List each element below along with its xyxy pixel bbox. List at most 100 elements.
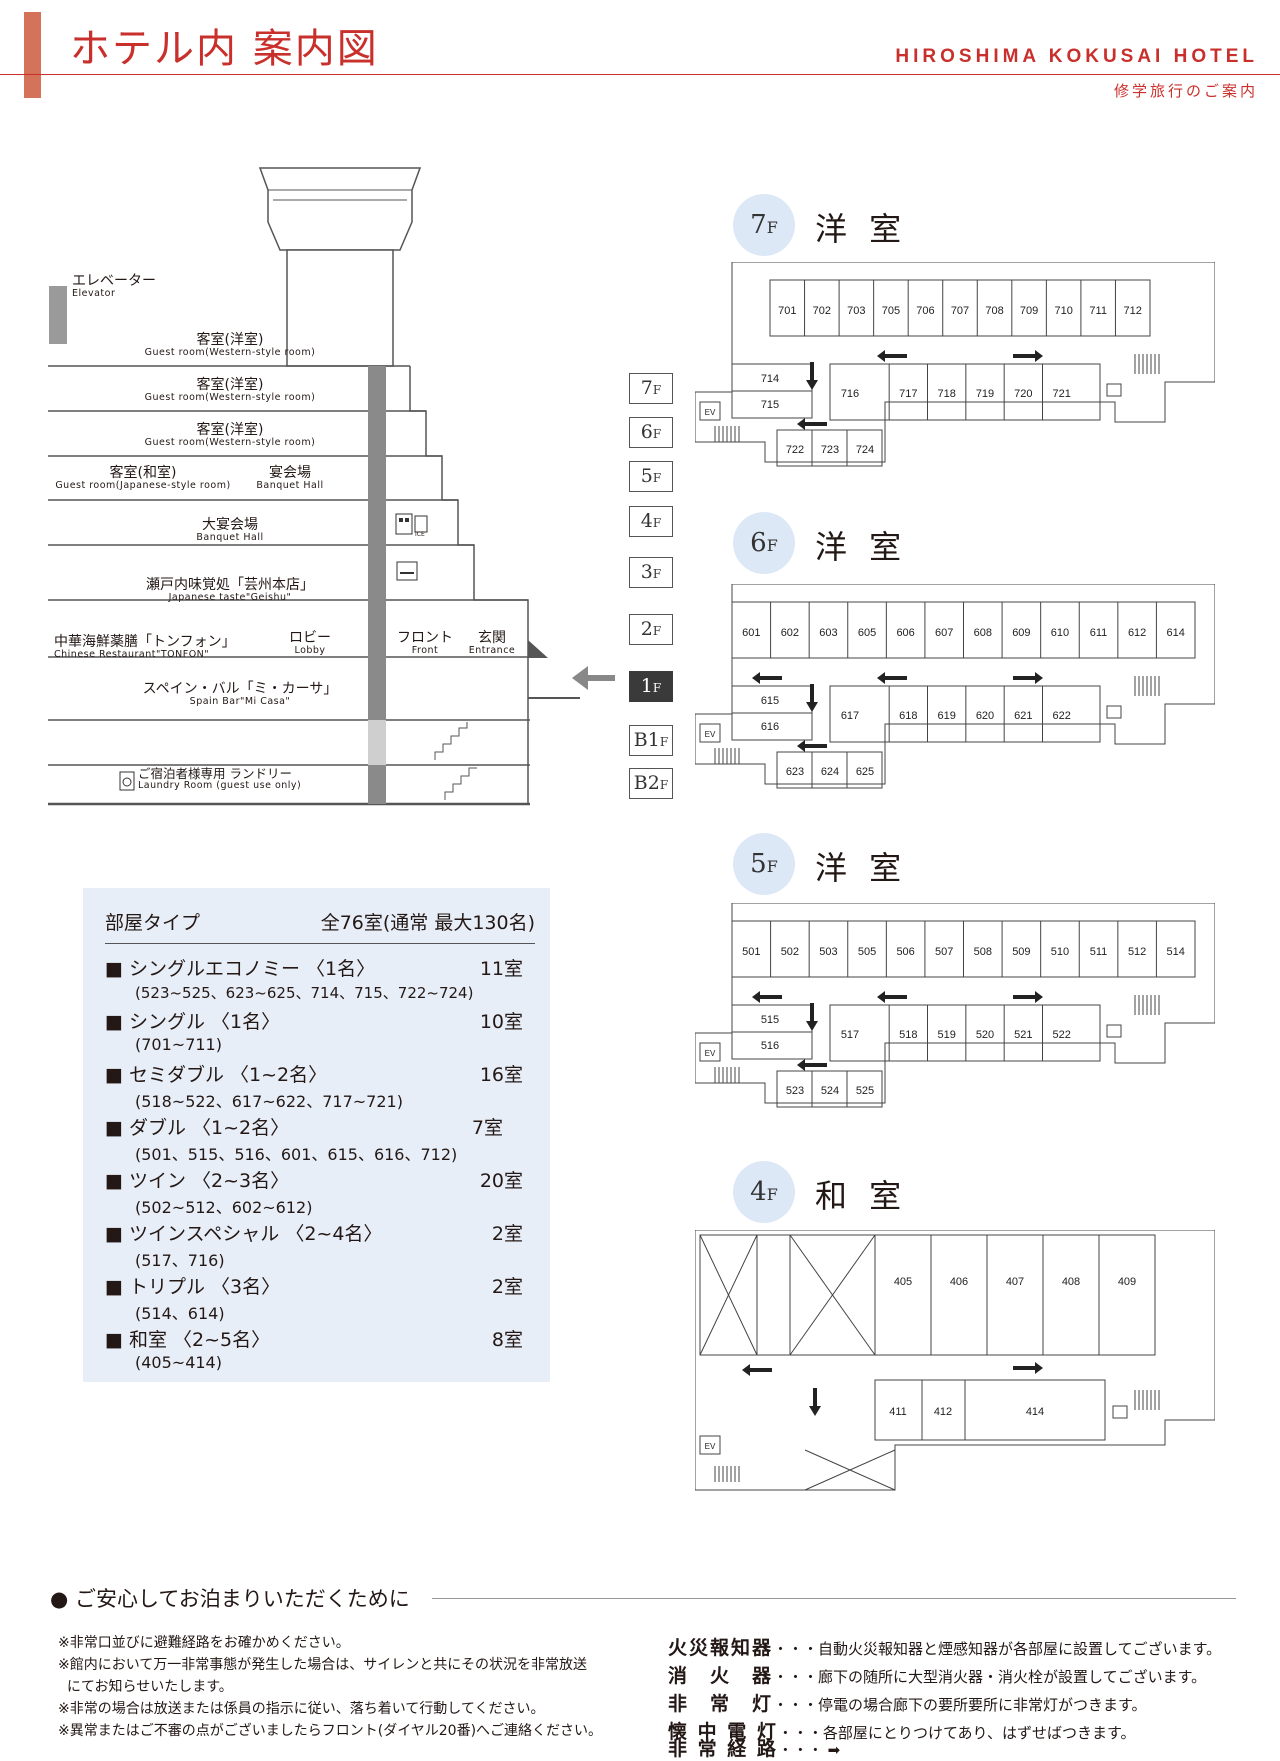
ev-icon: EV [705,408,716,417]
floor-index-2f: 2F [629,614,673,645]
safety-note: ※非常口並びに避難経路をお確かめください。 [58,1635,350,1651]
safety-note: にてお知らせいたします。 [58,1679,233,1695]
room-522: 522 [1052,1029,1070,1041]
room-719: 719 [976,388,994,400]
room-702: 702 [813,305,831,317]
room-716: 716 [841,388,859,400]
room-601: 601 [742,627,760,639]
room-type-row: ■ セミダブル 〈1~2名〉16室(518~522、617~622、717~72… [105,1064,523,1111]
room-409: 409 [1118,1276,1136,1288]
room-types-header: 部屋タイプ 全76室(通常 最大130名) [105,908,535,944]
floor-index-4f: 4F [629,506,673,537]
room-714: 714 [761,373,779,385]
room-722: 722 [786,444,804,456]
room-405: 405 [894,1276,912,1288]
room-607: 607 [935,627,953,639]
room-608: 608 [974,627,992,639]
room-717: 717 [899,388,917,400]
room-706: 706 [916,305,934,317]
room-414: 414 [1026,1406,1044,1418]
safety-note: ※非常の場合は放送または係員の指示に従い、落ち着いて行動してください。 [58,1701,545,1717]
page-subtitle: 修学旅行のご案内 [1113,82,1258,100]
room-603: 603 [819,627,837,639]
room-types-panel: 部屋タイプ 全76室(通常 最大130名) ■ シングルエコノミー 〈1名〉11… [83,888,550,1382]
room-721: 721 [1052,388,1070,400]
room-507: 507 [935,946,953,958]
room-519: 519 [937,1029,955,1041]
room-619: 619 [937,710,955,722]
room-412: 412 [934,1406,952,1418]
room-520: 520 [976,1029,994,1041]
ev-icon: EV [705,1049,716,1058]
room-623: 623 [786,766,804,778]
equipment-fire-alarm: 火災報知器・・・自動火災報知器と煙感知器が各部屋に設置してございます。 [668,1637,1222,1659]
room-525: 525 [856,1085,874,1097]
room-523: 523 [786,1085,804,1097]
room-type-row: ■ ツインスペシャル 〈2~4名〉2室(517、716) [105,1223,523,1270]
room-408: 408 [1062,1276,1080,1288]
header-rule [0,74,1280,75]
floor-7-label: 客室(洋室)Guest room(Western-style room) [144,332,316,359]
room-514: 514 [1167,946,1185,958]
ev-icon: EV [705,730,716,739]
room-510: 510 [1051,946,1069,958]
header-accent-bar [24,12,41,98]
room-703: 703 [847,305,865,317]
safety-note: ※館内において万一非常事態が発生した場合は、サイレンと共にその状況を非常放送 [58,1657,588,1673]
floor-2-label: 瀬戸内味覚処「芸州本店」Japanese taste"Geishu" [146,577,314,604]
room-511: 511 [1090,946,1108,958]
floor-b1-label: スペイン・バル「ミ・カーサ」Spain Bar"Mi Casa" [142,681,338,708]
cross-section-drawing [48,167,615,806]
room-505: 505 [858,946,876,958]
room-502: 502 [781,946,799,958]
room-723: 723 [821,444,839,456]
floor-5-label: 客室(洋室)Guest room(Western-style room) [144,422,316,449]
room-625: 625 [856,766,874,778]
ev-icon: EV [705,1442,716,1451]
room-515: 515 [761,1014,779,1026]
room-612: 612 [1128,627,1146,639]
room-609: 609 [1012,627,1030,639]
room-712: 712 [1124,305,1142,317]
room-501: 501 [742,946,760,958]
room-709: 709 [1020,305,1038,317]
room-724: 724 [856,444,874,456]
room-type-row: ■ ダブル 〈1~2名〉7室(501、515、516、601、615、616、7… [105,1117,503,1164]
room-605: 605 [858,627,876,639]
room-406: 406 [950,1276,968,1288]
room-types-title: 部屋タイプ [105,912,201,934]
room-type-row: ■ シングルエコノミー 〈1名〉11室(523~525、623~625、714、… [105,958,523,1002]
room-503: 503 [819,946,837,958]
floor-index-b1f: B1F [629,725,673,756]
floor-index-7f: 7F [629,373,673,404]
room-type-row: ■ 和室 〈2~5名〉8室(405~414) [105,1329,523,1372]
floor-index-1f-current: 1F [629,671,673,702]
page-title: ホテル内 案内図 [70,26,379,72]
room-508: 508 [974,946,992,958]
room-606: 606 [896,627,914,639]
floor-6-label: 客室(洋室)Guest room(Western-style room) [144,377,316,404]
room-720: 720 [1014,388,1032,400]
room-602: 602 [781,627,799,639]
room-518: 518 [899,1029,917,1041]
floor-1-restaurant-label: 中華海鮮薬膳「トンフォン」Chinese Restaurant"TONFON" [54,634,236,661]
room-509: 509 [1012,946,1030,958]
room-715: 715 [761,399,779,411]
room-type-row: ■ ツイン 〈2~3名〉20室(502~512、602~612) [105,1170,523,1217]
equipment-evacuation-route: 非 常 経 路・・・ ➡ [668,1738,841,1760]
room-614: 614 [1167,627,1185,639]
room-611: 611 [1090,627,1108,639]
room-622: 622 [1052,710,1070,722]
room-705: 705 [882,305,900,317]
floor-index-5f: 5F [629,461,673,492]
